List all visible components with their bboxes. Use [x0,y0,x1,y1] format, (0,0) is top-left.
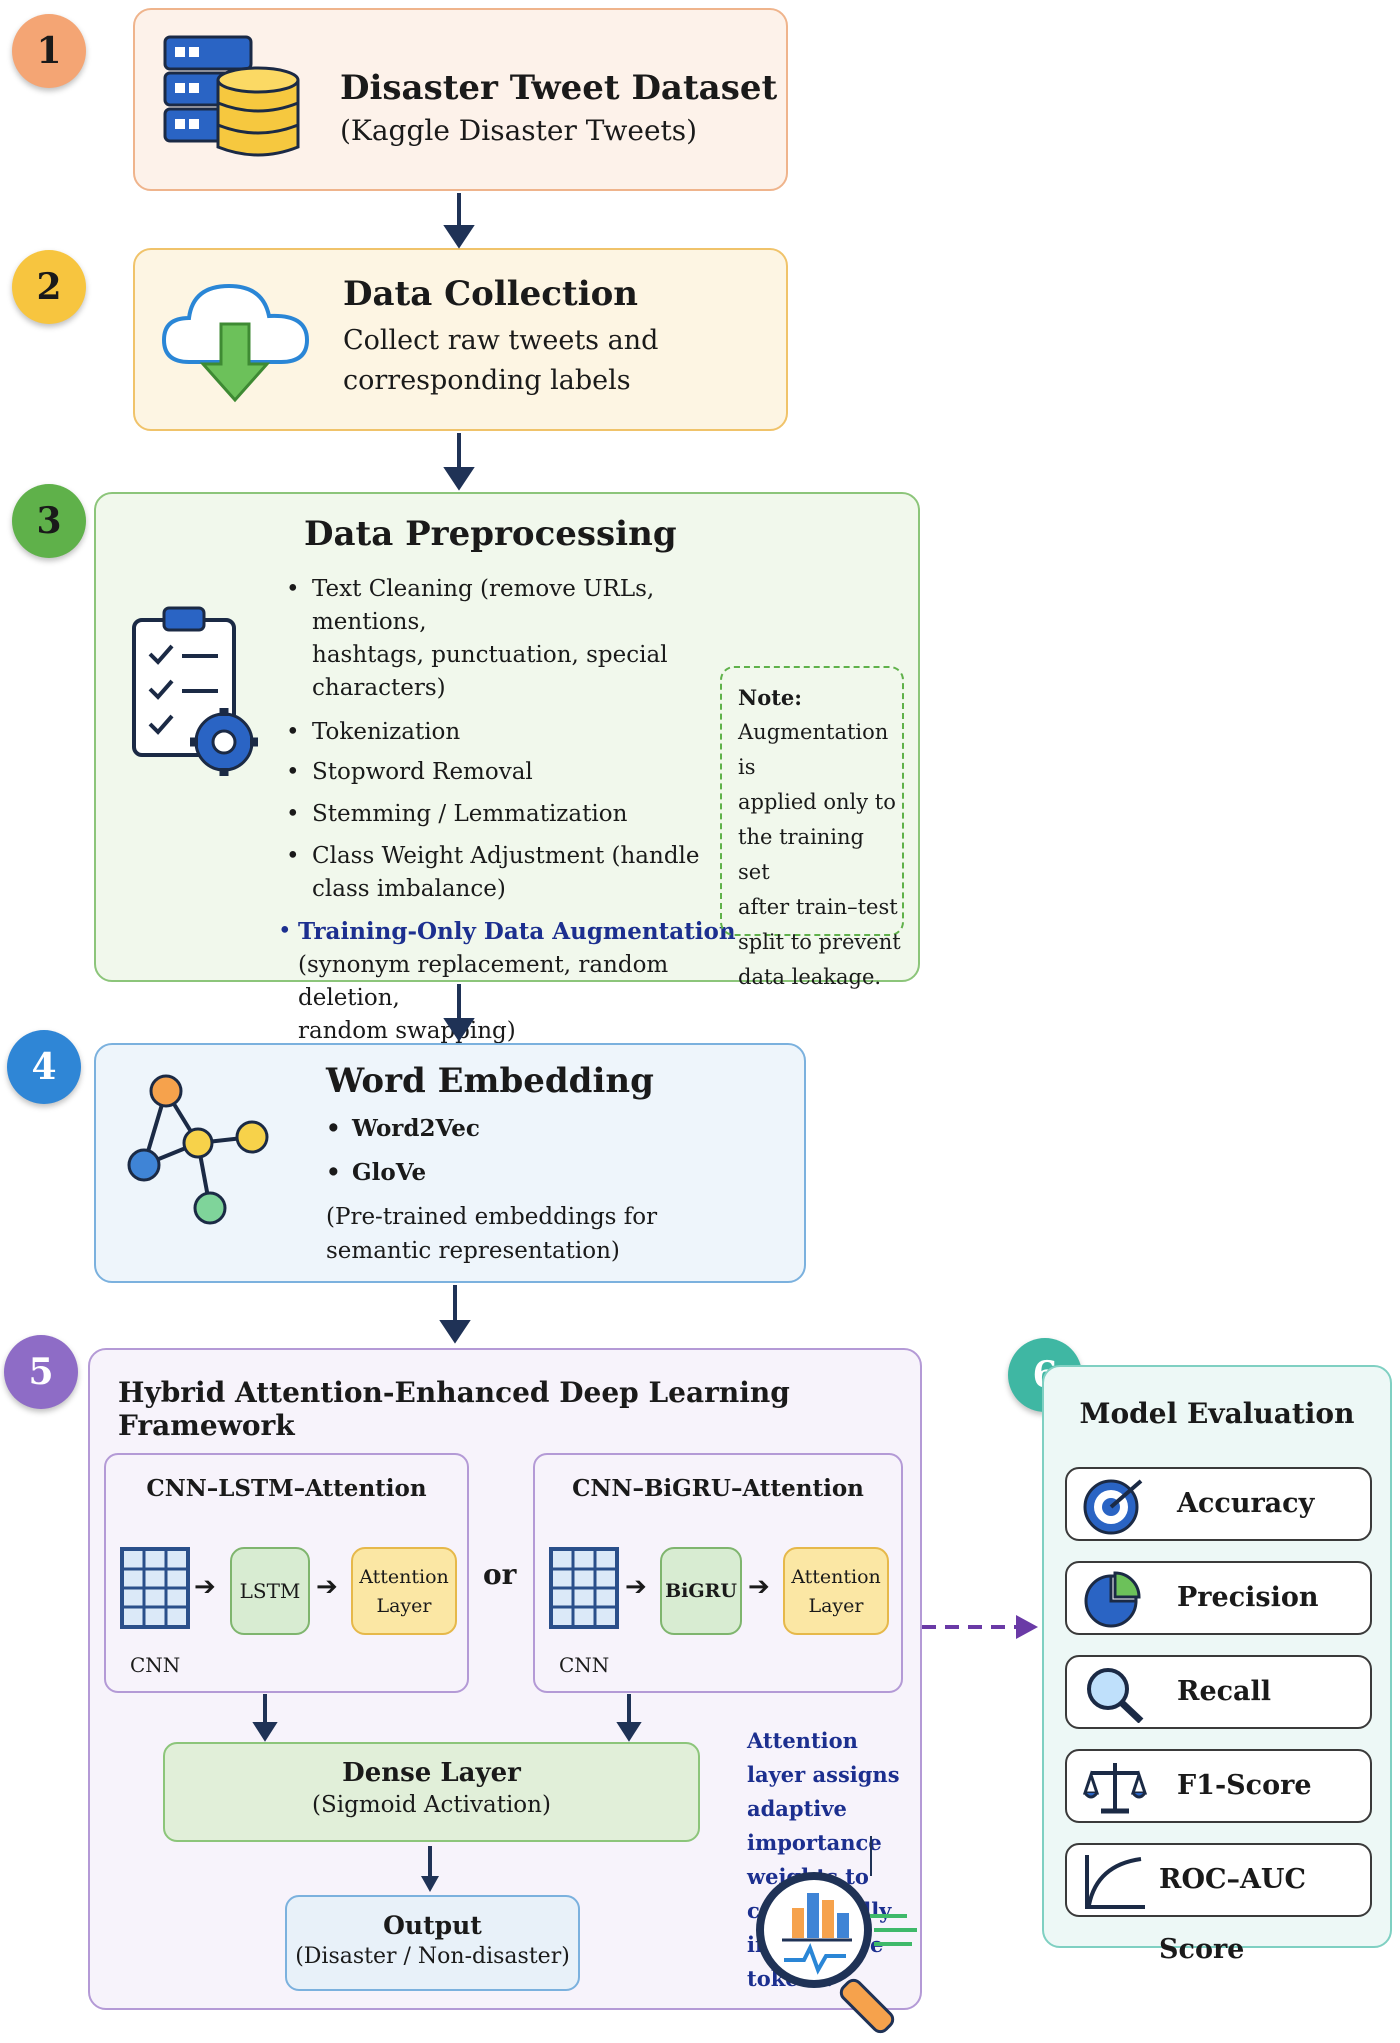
magnifier-chart-icon [756,1872,917,2034]
scale-icon [1083,1763,1147,1814]
step-2-title: Data Collection [343,274,639,314]
flow-arrows [252,1694,642,1742]
note-line: split to prevent [738,930,901,954]
output-box: Output (Disaster / Non-disaster) [285,1895,580,1991]
metric-label: Precision [1177,1582,1319,1613]
step-1-title: Disaster Tweet Dataset [340,68,778,108]
cloud-download-icon [161,283,310,403]
step-1-subtitle: (Kaggle Disaster Tweets) [340,114,698,147]
step-2-line-2: corresponding labels [343,365,631,396]
bullet-text-cleaning: Text Cleaning (remove URLs, mentions,has… [286,573,756,705]
note-line: the training set [738,825,864,884]
step-4-badge: 4 [7,1030,81,1104]
lstm-block: LSTM [230,1547,310,1635]
database-icon [163,35,300,157]
step-3-badge: 3 [12,484,86,558]
step-5-badge: 5 [4,1335,78,1409]
metric-accuracy: Accuracy [1065,1467,1372,1541]
cnn-bigru-title: CNN–BiGRU–Attention [572,1475,864,1502]
step-5-title: Hybrid Attention-Enhanced Deep Learning … [118,1376,790,1442]
dense-to-output-arrow [421,1846,439,1892]
output-title: Output [383,1911,482,1940]
metric-recall: Recall [1065,1655,1372,1729]
metric-label: Accuracy [1177,1488,1315,1519]
cnn-lstm-attention-panel: CNN–LSTM–Attention CNN ➔ LSTM ➔ Attentio… [104,1453,469,1693]
note-title: Note: [738,685,803,710]
attention-note-leader [870,1836,872,1876]
pie-chart-icon [1084,1571,1141,1628]
step-1-badge: 1 [12,14,86,88]
metric-label: ROC–AUC Score [1159,1864,1306,1965]
bullet-stemming: Stemming / Lemmatization [286,798,756,831]
cnn-label: CNN [559,1653,610,1677]
network-graph-icon [127,1074,269,1225]
bullet-tokenization: Tokenization [286,716,756,749]
arrow-icon: ➔ [748,1572,770,1602]
dense-subtitle: (Sigmoid Activation) [312,1792,551,1818]
step-4-note-2: semantic representation) [326,1238,620,1264]
target-icon [1083,1479,1143,1535]
note-line: data leakage. [738,965,882,989]
cnn-grid-icon [120,1547,190,1629]
metric-roc-auc: ROC–AUC Score [1065,1843,1372,1965]
step-4-note-1: (Pre-trained embeddings for [326,1204,658,1230]
cnn-label: CNN [130,1653,181,1677]
output-subtitle: (Disaster / Non-disaster) [295,1944,570,1969]
metric-label: F1-Score [1177,1770,1312,1801]
step-1-box: Disaster Tweet Dataset (Kaggle Disaster … [133,8,788,191]
step-6-title: Model Evaluation [1079,1397,1355,1430]
step-4-box: Word Embedding Word2Vec GloVe (Pre-train… [94,1043,806,1283]
preprocess-list: Text Cleaning (remove URLs, mentions,has… [278,573,756,1048]
cnn-grid-icon [549,1547,619,1629]
step-2-badge: 2 [12,250,86,324]
metric-precision: Precision [1065,1561,1372,1635]
step-3-title: Data Preprocessing [304,514,677,554]
step-3-box: Data Preprocessing Text Cleaning (remove… [94,492,920,1044]
bullet-word2vec: Word2Vec [326,1112,480,1146]
arrow-icon: ➔ [194,1572,216,1602]
step-4-title: Word Embedding [326,1061,654,1101]
search-icon [1087,1668,1144,1723]
bullet-augmentation: • Training-Only Data Augmentation (synon… [278,918,736,1044]
metric-label: Recall [1177,1676,1272,1707]
checklist-gear-icon [132,606,258,776]
note-line: after train–test [738,895,898,919]
cnn-lstm-title: CNN–LSTM–Attention [146,1475,427,1502]
dense-layer-box: Dense Layer (Sigmoid Activation) [163,1742,700,1842]
arrow-icon: ➔ [625,1572,647,1602]
note-line: Augmentation is [738,720,889,779]
note-line: applied only to [738,790,896,814]
metric-f1: F1-Score [1065,1749,1372,1823]
bullet-glove: GloVe [326,1156,480,1190]
dense-title: Dense Layer [342,1758,521,1788]
cnn-bigru-attention-panel: CNN–BiGRU–Attention CNN ➔ BiGRU ➔ Attent… [533,1453,903,1693]
bullet-stopword: Stopword Removal [286,756,756,789]
embedding-list: Word2Vec GloVe [326,1112,480,1190]
step-2-box: Data Collection Collect raw tweets and c… [133,248,788,431]
bigru-block: BiGRU [660,1547,742,1635]
or-label: or [483,1558,517,1591]
step-2-line-1: Collect raw tweets and [343,325,659,356]
roc-curve-icon [1085,1855,1145,1909]
note-box: Note: Augmentation is applied only to th… [720,666,904,989]
arrow-icon: ➔ [316,1572,338,1602]
